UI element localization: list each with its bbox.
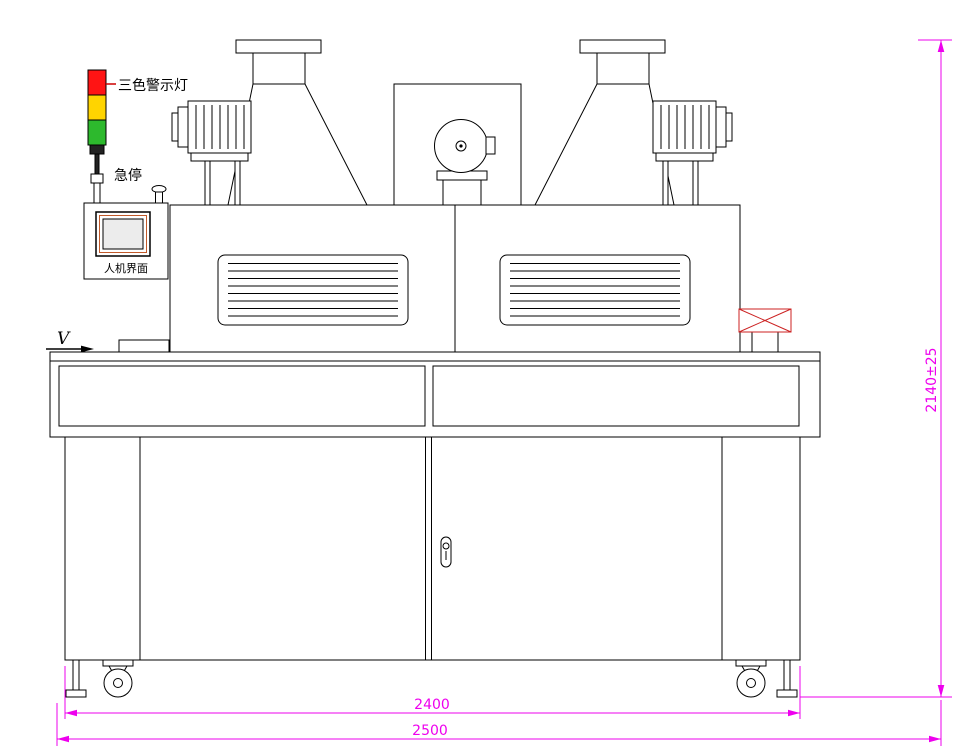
tower-mount-stem (93, 182, 101, 204)
conveyor-table (49, 339, 821, 438)
caster-hub (113, 678, 123, 688)
left-motor-endcap (177, 106, 189, 148)
tower-mount-block (90, 173, 104, 184)
direction-arrow-head (81, 345, 94, 353)
caster-plate (102, 659, 134, 667)
right-motor-leg (662, 160, 669, 206)
right-stack-duct (596, 52, 650, 85)
hmi-screen-frame (99, 215, 147, 253)
emergency-stop-button (151, 185, 167, 204)
louver-panel-right (499, 254, 691, 326)
foot-screw (783, 659, 791, 691)
estop-cap (151, 185, 167, 193)
right-motor-base (655, 152, 714, 162)
table-panel-left (58, 365, 426, 427)
center-motor-junction-box (485, 136, 496, 155)
outlet-cross-lines (738, 308, 792, 333)
center-motor-hub (455, 140, 467, 152)
tower-lamp-red (87, 69, 107, 96)
foot-pad (776, 689, 798, 698)
outlet-marker (738, 308, 792, 353)
caster-left (102, 659, 134, 698)
estop-stem (155, 191, 163, 204)
left-stack-flange (235, 39, 322, 54)
louver-slats-left (228, 263, 398, 317)
left-blower-assembly (171, 39, 368, 206)
table-panel-right (432, 365, 800, 427)
right-stack-flange (579, 39, 666, 54)
cabinet (64, 436, 801, 661)
handle-keyhole (442, 542, 450, 550)
tower-base-cap (89, 144, 105, 155)
table-entry-block (118, 339, 170, 353)
left-motor-leg (234, 160, 241, 206)
leveling-foot-left (65, 659, 87, 698)
outlet-support (751, 331, 779, 353)
dimension-height: 2140±25 (800, 39, 952, 698)
warning-tower-light (87, 69, 107, 204)
dim-height-text: 2140±25 (924, 347, 940, 412)
conveyor-direction: V (46, 329, 94, 353)
dim-arrow (929, 735, 941, 743)
dim-arrow (65, 709, 77, 717)
tower-lamp-green (87, 119, 107, 146)
center-unit (393, 83, 522, 206)
tower-light-label: 三色警示灯 (118, 77, 188, 94)
louver-slats-right (510, 263, 680, 317)
caster-plate (735, 659, 767, 667)
emergency-stop-label: 急停 (114, 167, 142, 184)
left-motor-fan-cover (171, 112, 179, 142)
caster-hub (746, 678, 756, 688)
dim-arrow (937, 685, 945, 697)
dimension-2400: 2400 (64, 666, 801, 719)
hmi-screen-display (102, 218, 144, 250)
hmi-panel: 人机界面 (83, 202, 169, 280)
right-motor-fan-cover (725, 112, 733, 142)
leveling-foot-right (776, 659, 798, 698)
oven-body (169, 204, 741, 353)
foot-pad (65, 689, 87, 698)
dim-2400-text: 2400 (414, 697, 450, 713)
cabinet-shell (64, 436, 801, 661)
tower-lamp-yellow (87, 94, 107, 121)
left-stack-duct (252, 52, 306, 85)
dim-arrow (788, 709, 800, 717)
dim-2500-text: 2500 (412, 723, 448, 739)
right-motor-fins (660, 105, 710, 149)
left-motor-base (190, 152, 249, 162)
dim-arrow (57, 735, 69, 743)
direction-label: V (57, 329, 71, 349)
center-motor-pedestal (442, 179, 482, 206)
right-blower-assembly (534, 39, 733, 206)
louver-panel-left (217, 254, 409, 326)
door-handle (440, 536, 452, 568)
left-motor-fins (195, 105, 245, 149)
tower-pole (94, 153, 100, 175)
dimension-2500: 2500 (56, 700, 942, 746)
right-motor-endcap (715, 106, 727, 148)
foot-screw (72, 659, 80, 691)
center-motor-shaft (459, 144, 463, 148)
right-motor-leg (692, 160, 699, 206)
dim-arrow (937, 40, 945, 52)
hmi-label: 人机界面 (104, 261, 148, 275)
caster-right (735, 659, 767, 698)
left-motor-leg (204, 160, 211, 206)
